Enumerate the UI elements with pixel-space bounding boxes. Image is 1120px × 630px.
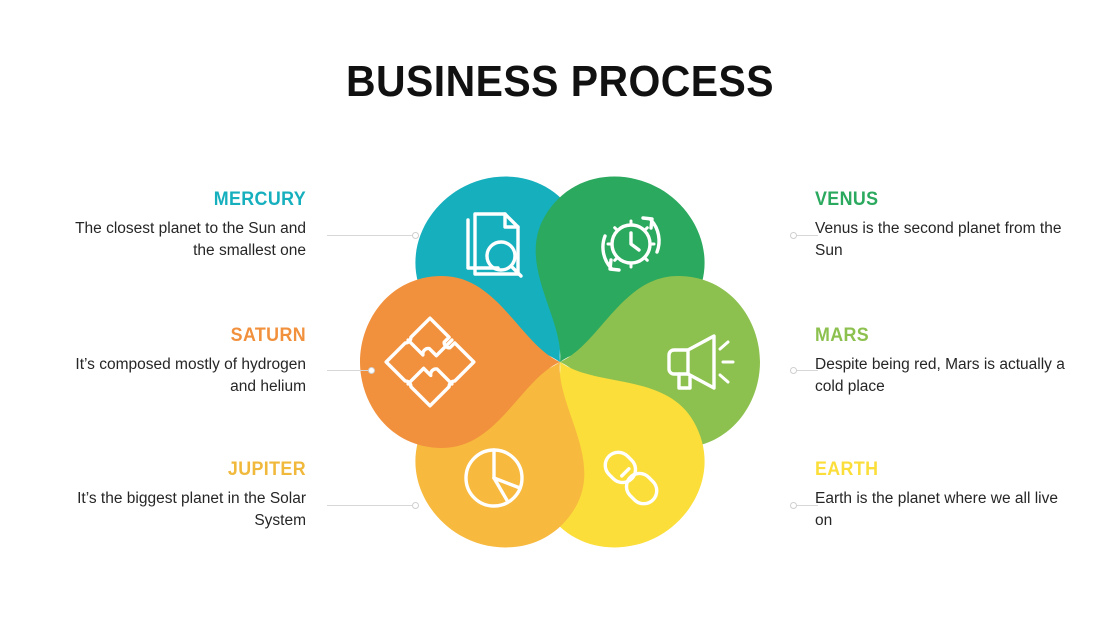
connector-line: [327, 369, 368, 371]
connector-line: [327, 504, 412, 506]
entry-label-jupiter: JUPITER: [227, 459, 306, 480]
entry-earth: EARTH Earth is the planet where we all l…: [815, 459, 1073, 532]
chain-link-icon: [603, 450, 659, 506]
entry-label-mars: MARS: [815, 325, 870, 346]
connector-dot: [790, 501, 797, 509]
connector-mercury: [327, 230, 419, 240]
entry-label-saturn: SATURN: [230, 325, 306, 346]
connector-line: [797, 234, 818, 236]
entry-jupiter: JUPITER It’s the biggest planet in the S…: [38, 459, 306, 532]
entry-description-venus: Venus is the second planet from the Sun: [815, 219, 1062, 259]
entry-description-mercury: The closest planet to the Sun and the sm…: [75, 219, 306, 259]
connector-dot: [412, 501, 419, 509]
petal-diagram: [330, 148, 790, 572]
entry-description-earth: Earth is the planet where we all live on: [815, 489, 1058, 529]
entry-description-mars: Despite being red, Mars is actually a co…: [815, 355, 1065, 395]
clock-refresh-icon: [601, 216, 661, 272]
entry-label-earth: EARTH: [815, 459, 879, 480]
connector-line: [797, 504, 818, 506]
entry-venus: VENUS Venus is the second planet from th…: [815, 189, 1070, 262]
entry-description-jupiter: It’s the biggest planet in the Solar Sys…: [77, 489, 306, 529]
entry-saturn: SATURN It’s composed mostly of hydrogen …: [58, 325, 306, 398]
connector-saturn: [327, 365, 375, 375]
connector-dot: [790, 366, 797, 374]
puzzle-icon: [384, 316, 476, 408]
connector-dot: [368, 366, 375, 374]
connector-earth: [790, 500, 818, 510]
connector-line: [797, 369, 818, 371]
document-search-icon: [466, 212, 523, 278]
connector-line: [327, 234, 412, 236]
connector-venus: [790, 230, 818, 240]
connector-dot: [790, 231, 797, 239]
pie-chart-icon: [464, 448, 524, 508]
entry-description-saturn: It’s composed mostly of hydrogen and hel…: [75, 355, 306, 395]
entry-mars: MARS Despite being red, Mars is actually…: [815, 325, 1070, 398]
connector-dot: [412, 231, 419, 239]
megaphone-icon: [667, 334, 735, 390]
entry-mercury: MERCURY The closest planet to the Sun an…: [58, 189, 306, 262]
entry-label-mercury: MERCURY: [213, 189, 306, 210]
connector-jupiter: [327, 500, 419, 510]
page-title: BUSINESS PROCESS: [345, 57, 775, 106]
entry-label-venus: VENUS: [815, 189, 879, 210]
connector-mars: [790, 365, 818, 375]
